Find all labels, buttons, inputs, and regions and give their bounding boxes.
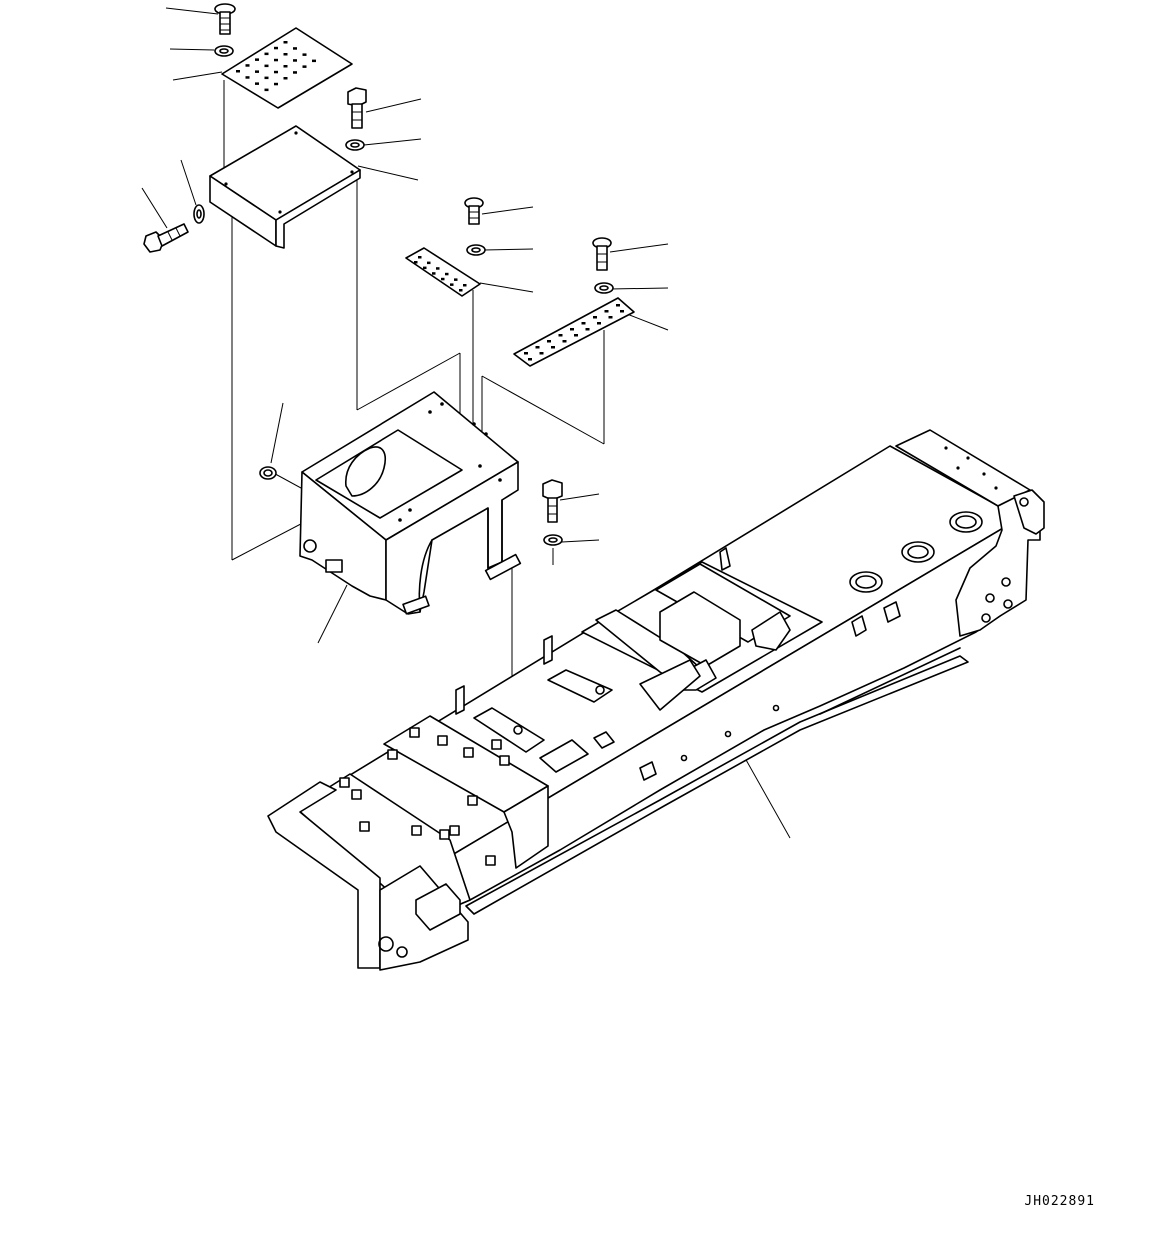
drawing-code: JH022891 xyxy=(1024,1194,1095,1209)
plate-hole xyxy=(463,284,467,287)
plate-hole xyxy=(264,64,269,68)
deck-stud xyxy=(449,825,460,836)
bolt-side-left xyxy=(143,223,189,253)
bolt-right xyxy=(592,237,612,271)
plate-hole xyxy=(616,304,620,307)
console-stand xyxy=(299,391,522,615)
plate-hole xyxy=(255,70,259,73)
bolt-top-left xyxy=(214,3,236,35)
plate-hole xyxy=(593,316,597,319)
plate-hole xyxy=(604,310,609,313)
plate-hole xyxy=(441,277,445,281)
mesh-plate-large xyxy=(221,27,353,109)
plate-hole xyxy=(450,283,454,286)
plate-hole xyxy=(274,82,278,86)
plate-hole xyxy=(454,278,458,281)
plate-hole xyxy=(418,256,422,259)
grommet xyxy=(259,466,277,480)
deck-stud xyxy=(499,755,510,766)
plate-hole xyxy=(432,272,436,275)
plate-hole xyxy=(264,88,269,92)
deck-stud xyxy=(439,829,450,840)
plate-hole xyxy=(427,261,431,265)
deck-stud xyxy=(467,795,478,806)
deck-stud xyxy=(387,749,398,760)
plate-hole xyxy=(283,53,288,56)
plate-hole xyxy=(436,267,440,270)
plate-hole xyxy=(245,76,250,79)
cover-plate xyxy=(209,125,361,249)
plate-hole xyxy=(445,272,449,276)
plate-hole xyxy=(574,334,578,337)
washer-stand-right xyxy=(543,534,563,546)
plate-hole xyxy=(620,310,624,313)
deck-stud xyxy=(463,747,474,758)
plate-hole xyxy=(562,340,567,343)
plate-hole xyxy=(528,358,532,361)
deck-stud xyxy=(485,855,496,866)
plate-hole xyxy=(597,322,601,325)
plate-hole xyxy=(302,65,307,68)
plate-hole xyxy=(302,53,307,56)
plate-hole xyxy=(293,59,297,62)
washer-large-top xyxy=(345,139,365,151)
plate-hole xyxy=(274,46,278,50)
plate-hole xyxy=(581,322,586,325)
plate-hole xyxy=(524,352,528,355)
plate-hole xyxy=(570,328,574,331)
main-frame xyxy=(267,429,1045,971)
plate-hole xyxy=(608,316,613,319)
plate-hole xyxy=(312,59,316,63)
bolt-stand-right xyxy=(542,479,563,523)
plate-hole xyxy=(264,76,269,80)
deck-stud xyxy=(437,735,448,746)
mesh-plate-small xyxy=(405,247,481,297)
washer-side-left xyxy=(193,204,205,224)
washer-top-left xyxy=(214,45,234,57)
bolt-large-top xyxy=(347,87,367,129)
deck-stud xyxy=(411,825,422,836)
plate-hole xyxy=(585,328,590,331)
deck-stud xyxy=(409,727,420,738)
deck-stud xyxy=(491,739,502,750)
plate-hole xyxy=(293,47,297,50)
deck-stud xyxy=(339,777,350,788)
mesh-plate-long xyxy=(513,297,635,367)
plate-hole xyxy=(293,71,297,74)
deck-stud xyxy=(351,789,362,800)
plate-hole xyxy=(255,58,259,61)
plate-hole xyxy=(414,261,418,264)
washer-right xyxy=(594,282,614,294)
plate-hole xyxy=(274,58,278,62)
plate-hole xyxy=(283,41,288,44)
washer-middle xyxy=(466,244,486,256)
plate-hole xyxy=(423,266,427,270)
plate-hole xyxy=(551,346,555,349)
plate-hole xyxy=(264,52,269,56)
plate-hole xyxy=(558,334,563,337)
plate-hole xyxy=(539,352,544,355)
bolt-middle xyxy=(464,197,484,225)
plate-hole xyxy=(255,82,259,85)
plate-hole xyxy=(283,65,288,68)
plate-hole xyxy=(535,346,540,349)
plate-hole xyxy=(236,70,240,73)
plate-hole xyxy=(274,70,278,74)
plate-hole xyxy=(459,289,463,292)
plate-hole xyxy=(547,340,551,343)
plate-hole xyxy=(283,77,288,80)
leader-lines xyxy=(141,7,791,839)
deck-stud xyxy=(359,821,370,832)
plate-hole xyxy=(245,64,250,67)
